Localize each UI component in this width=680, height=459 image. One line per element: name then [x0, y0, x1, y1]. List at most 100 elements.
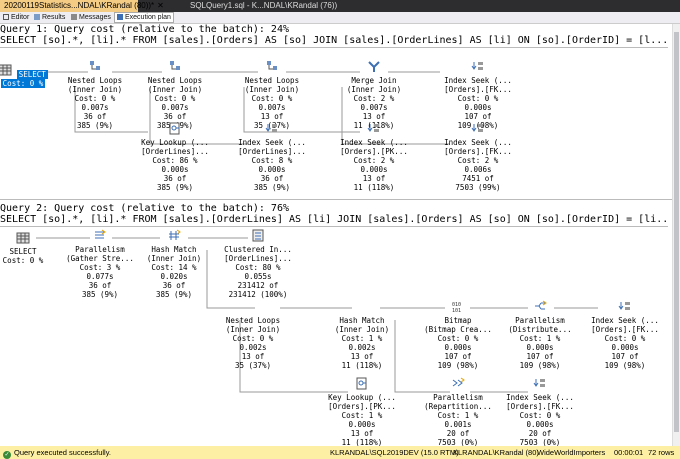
nested-loops-operator[interactable]: Nested Loops (Inner Join) Cost: 0 % 0.00…: [222, 60, 322, 130]
execution-plan-pane: Query 1: Query cost (relative to the bat…: [0, 24, 672, 446]
op-cost: Cost: 1 %: [341, 334, 383, 343]
op-rows: 7451 of: [462, 174, 494, 183]
op-time: 0.007s: [161, 103, 189, 112]
tab-messages[interactable]: Messages: [71, 12, 111, 23]
nested-loops-operator[interactable]: Nested Loops (Inner Join) Cost: 0 % 0.00…: [45, 60, 145, 130]
index-seek-operator[interactable]: Index Seek (... [Orders].[FK... Cost: 0 …: [490, 377, 590, 446]
op-rows: 36 of: [163, 112, 187, 121]
nested-loops-operator[interactable]: Nested Loops (Inner Join) Cost: 0 % 0.00…: [125, 60, 225, 130]
op-name: Index Seek (...: [591, 316, 659, 325]
hash-match-operator[interactable]: Hash Match (Inner Join) Cost: 14 % 0.020…: [124, 229, 224, 299]
op-name: Clustered In...: [224, 245, 292, 254]
select-icon: [0, 64, 12, 76]
op-time: 0.007s: [360, 103, 388, 112]
parallelism-operator[interactable]: Parallelism (Gather Stre... Cost: 3 % 0.…: [50, 229, 150, 299]
op-cost: Cost: 0 %: [251, 94, 293, 103]
op-time: 0.000s: [258, 165, 286, 174]
plan-connectors: [36, 71, 598, 393]
select-operator[interactable]: SELECT Cost: 0 %: [0, 232, 68, 265]
status-rows: 72 rows: [648, 448, 675, 457]
editor-icon: [3, 14, 9, 20]
nested-loops-operator[interactable]: Nested Loops (Inner Join) Cost: 0 % 0.00…: [203, 300, 303, 370]
close-tab-icon[interactable]: ✕: [157, 1, 164, 10]
op-estimate: 7503 (0%): [519, 438, 561, 446]
op-cost: Cost: 14 %: [151, 263, 197, 272]
tab-statistics-query[interactable]: 20200119Statistics...NDAL\KRandal (80))*…: [0, 0, 164, 12]
tab-sqlquery1[interactable]: SQLQuery1.sql - K...NDAL\KRandal (76)): [186, 0, 356, 12]
op-name: Nested Loops: [67, 76, 123, 85]
results-toolbar: Editor Results Messages Execution plan: [0, 12, 680, 24]
vertical-scrollbar[interactable]: [672, 24, 680, 446]
op-detail: (Inner Join): [146, 254, 202, 263]
hash-match-operator[interactable]: Hash Match (Inner Join) Cost: 1 % 0.002s…: [312, 300, 412, 370]
op-name: Nested Loops: [244, 76, 300, 85]
op-detail: [Orders].[PK...: [328, 402, 396, 411]
op-detail: (Distribute...: [508, 325, 572, 334]
index-seek-operator[interactable]: Index Seek (... [OrderLines]... Cost: 8 …: [222, 122, 322, 192]
document-tabstrip: 20200119Statistics...NDAL\KRandal (80))*…: [0, 0, 680, 12]
op-rows: 36 of: [88, 281, 112, 290]
tab-editor[interactable]: Editor: [3, 12, 29, 23]
parallelism-icon: [452, 377, 465, 387]
op-cost: Cost: 1 %: [437, 411, 479, 420]
op-name: Key Lookup (...: [141, 138, 209, 147]
op-rows: 13 of: [350, 352, 374, 361]
index-seek-icon: [471, 62, 483, 70]
op-detail: [Orders].[FK...: [444, 147, 512, 156]
op-detail: (Inner Join): [225, 325, 281, 334]
op-estimate: 7503 (0%): [437, 438, 479, 446]
op-cost: Cost: 0 %: [232, 334, 274, 343]
tab-results[interactable]: Results: [34, 12, 65, 23]
connector: [341, 87, 450, 145]
index-seek-operator[interactable]: Index Seek (... [Orders].[FK... Cost: 0 …: [428, 60, 528, 130]
parallelism-icon: [535, 300, 547, 310]
op-estimate: 385 (9%): [155, 290, 193, 299]
merge-join-icon: [368, 61, 380, 72]
op-time: 0.001s: [444, 420, 472, 429]
index-seek-operator[interactable]: Index Seek (... [Orders].[FK... Cost: 0 …: [575, 300, 672, 370]
op-cost: Cost: 0 %: [519, 411, 561, 420]
messages-label: Messages: [79, 14, 111, 21]
tab-execution-plan[interactable]: Execution plan: [114, 12, 174, 23]
index-seek-operator[interactable]: Index Seek (... [Orders].[FK... Cost: 2 …: [428, 122, 528, 192]
op-cost: Cost: 2 %: [353, 156, 395, 165]
op-cost: Cost: 0 %: [74, 94, 116, 103]
parallelism-operator[interactable]: Parallelism (Distribute... Cost: 1 % 0.0…: [490, 300, 590, 370]
op-estimate: 109 (98%): [457, 121, 499, 130]
op-estimate: 385 (9%): [253, 183, 291, 192]
tab-label: SQLQuery1.sql - K...NDAL\KRandal (76)): [190, 1, 338, 10]
nested-loops-icon: [90, 61, 100, 70]
index-seek-icon: [533, 379, 545, 387]
index-seek-icon: [265, 124, 277, 132]
status-user: KLRANDAL\KRandal (80): [453, 448, 539, 457]
key-lookup-operator[interactable]: Key Lookup (... [OrderLines]... Cost: 86…: [125, 122, 225, 192]
svg-text:101: 101: [452, 308, 461, 313]
op-estimate: 231412 (100%): [228, 290, 288, 299]
op-rows: 36 of: [260, 174, 284, 183]
op-detail: (Bitmap Crea...: [424, 325, 492, 334]
op-rows: 107 of: [444, 352, 472, 361]
op-time: 0.000s: [360, 165, 388, 174]
op-cost: Cost: 1 %: [341, 411, 383, 420]
op-time: 0.002s: [348, 343, 376, 352]
op-detail: (Inner Join): [244, 85, 300, 94]
index-seek-operator[interactable]: Index Seek (... [Orders].[PK... Cost: 2 …: [324, 122, 424, 192]
select-operator[interactable]: SELECT Cost: 0 %: [0, 64, 68, 88]
merge-join-operator[interactable]: Merge Join (Inner Join) Cost: 2 % 0.007s…: [324, 60, 424, 130]
status-elapsed: 00:00:01: [614, 448, 644, 457]
scrollbar-thumb[interactable]: [674, 32, 679, 432]
op-name: Index Seek (...: [506, 393, 574, 402]
op-detail: (Inner Join): [334, 325, 390, 334]
op-estimate: 109 (98%): [604, 361, 646, 370]
op-rows: 36 of: [162, 281, 186, 290]
clustered-index-scan-operator[interactable]: Clustered In... [OrderLines]... Cost: 80…: [208, 229, 308, 299]
key-lookup-operator[interactable]: Key Lookup (... [Orders].[PK... Cost: 1 …: [312, 377, 412, 446]
parallelism-operator[interactable]: Parallelism (Repartition... Cost: 1 % 0.…: [408, 377, 508, 446]
select-icon: [16, 232, 30, 244]
op-cost: Cost: 86 %: [152, 156, 198, 165]
op-estimate: 385 (9%): [76, 121, 114, 130]
op-time: 0.000s: [526, 420, 554, 429]
op-cost: Cost: 80 %: [235, 263, 281, 272]
